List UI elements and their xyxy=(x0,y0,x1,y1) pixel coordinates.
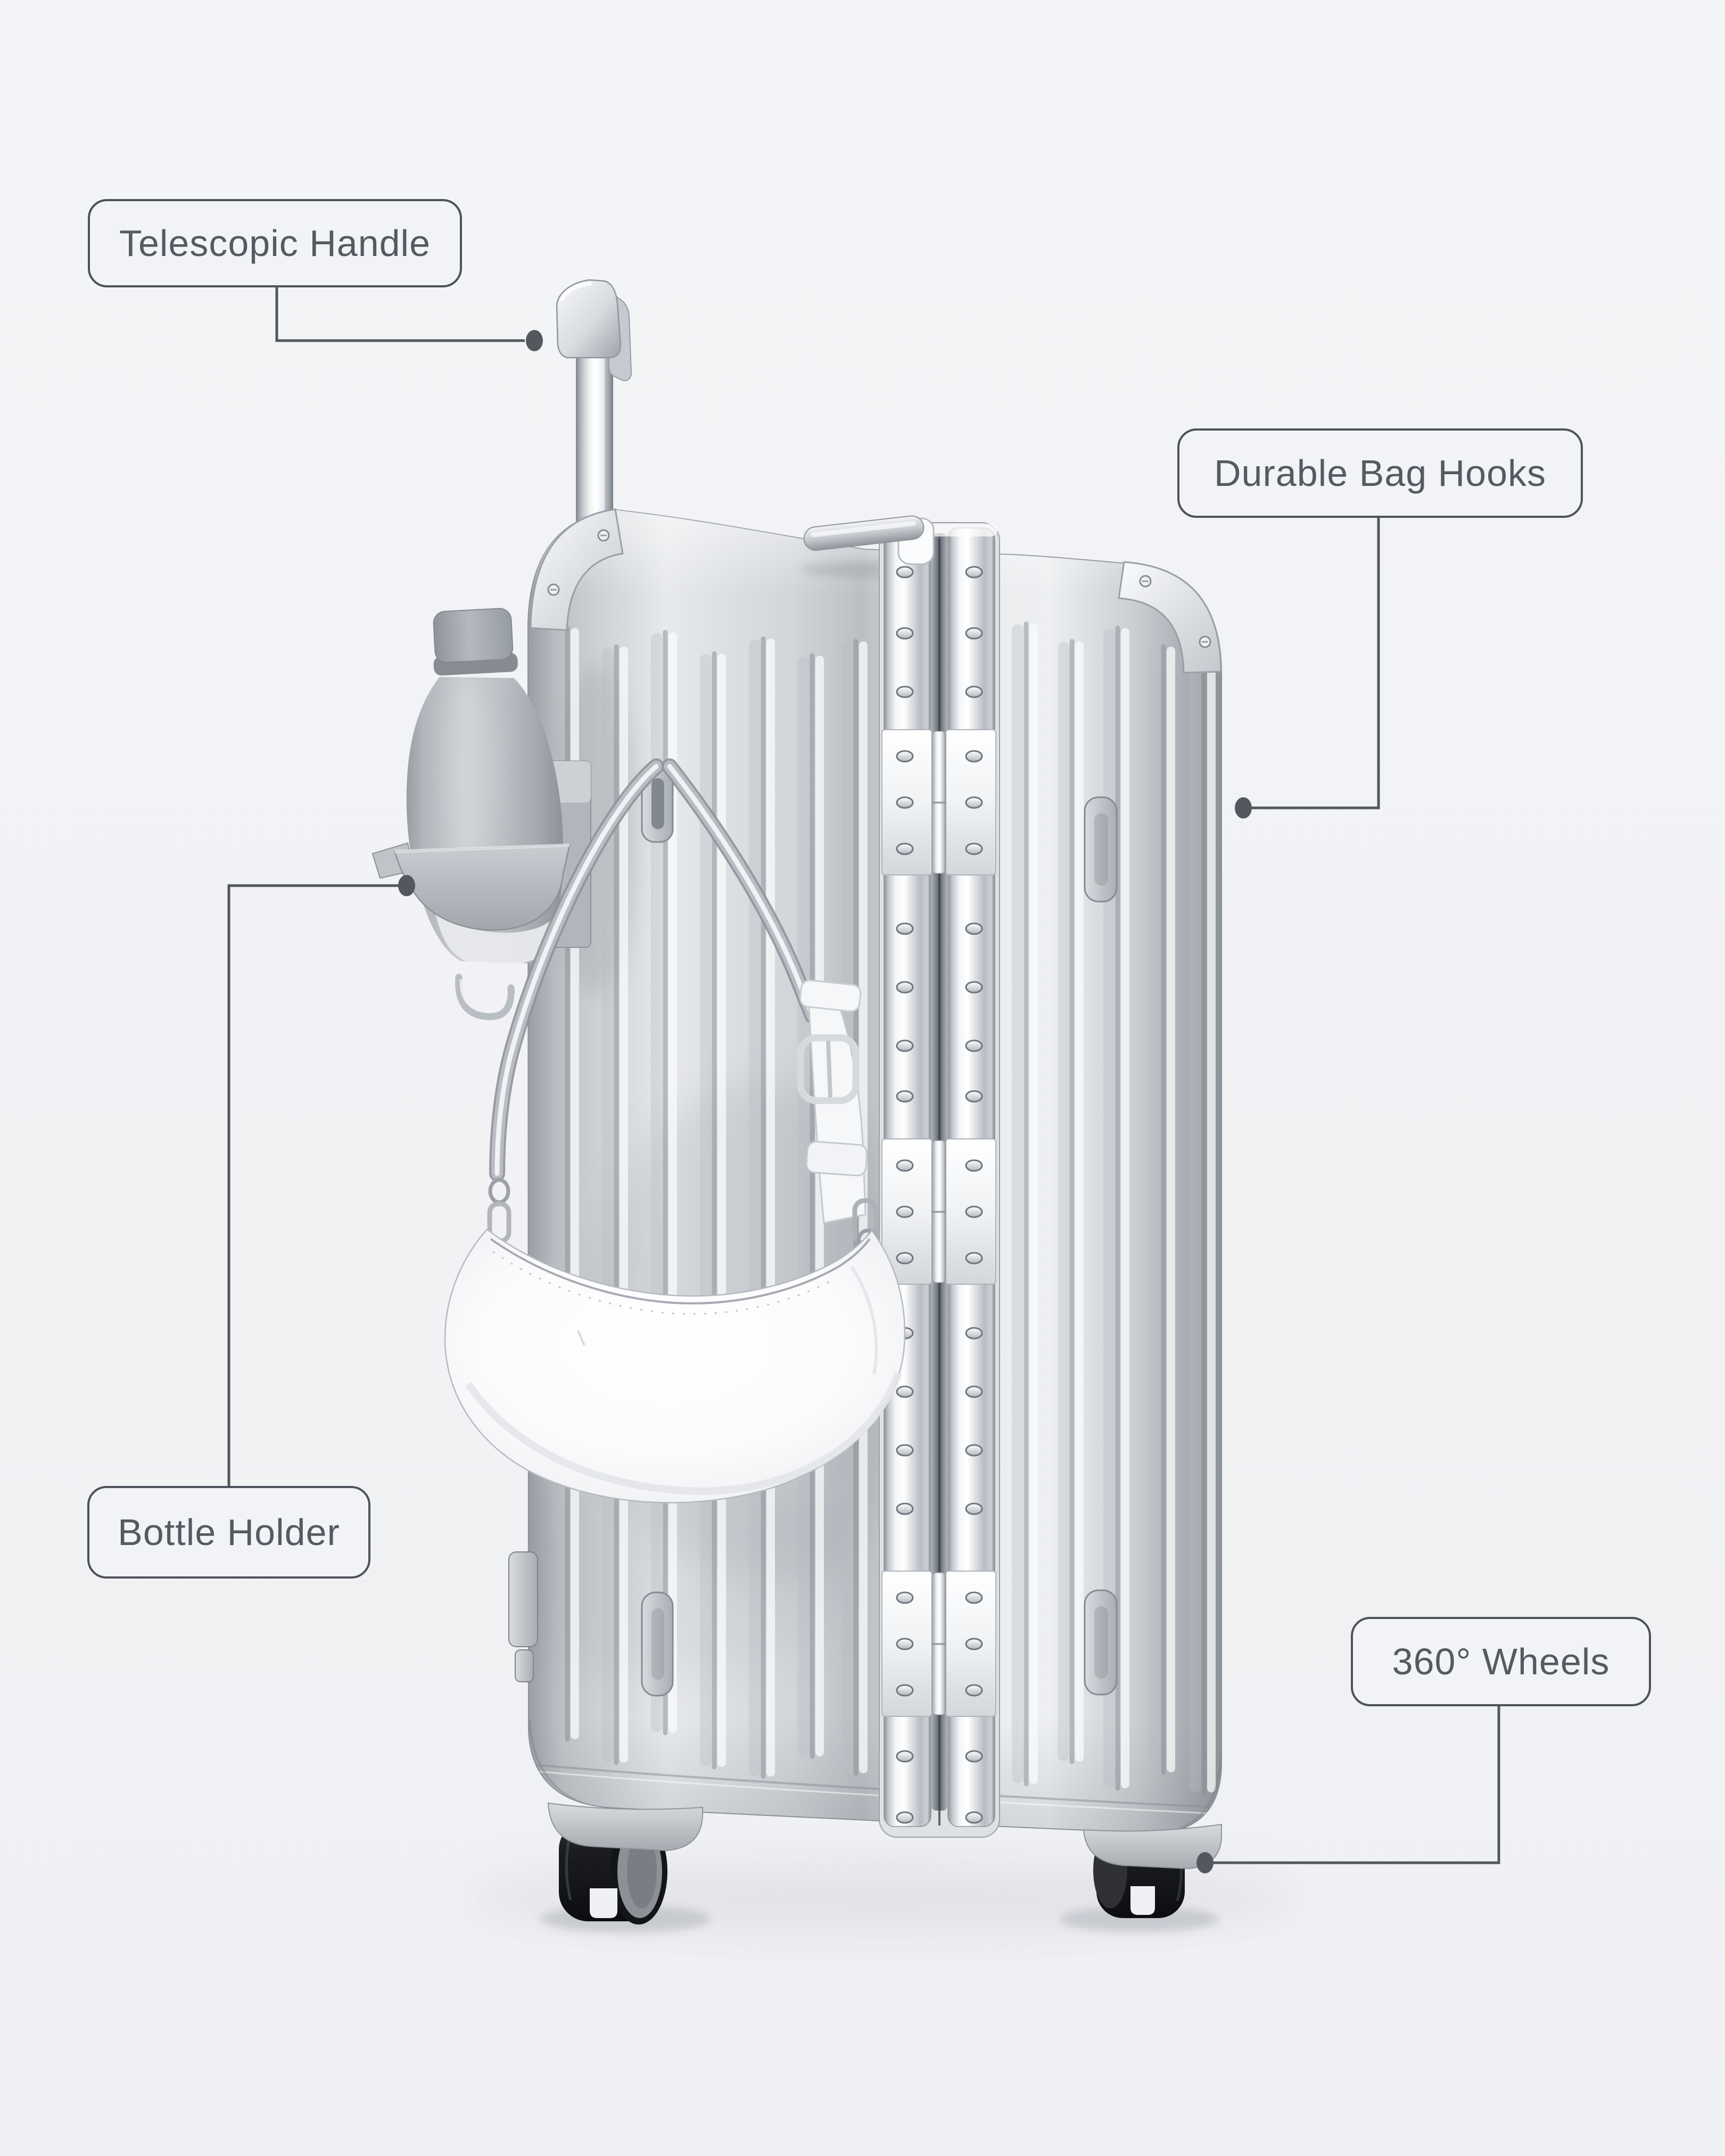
connector-telescopic-handle xyxy=(275,283,525,342)
callout-dots xyxy=(398,330,1252,1873)
bag-strap-clasp-left xyxy=(487,1178,511,1244)
callout-connectors xyxy=(227,283,1500,1864)
bag-hook-tab-upper-left xyxy=(641,764,674,843)
callout-label-360-wheels: 360° Wheels xyxy=(1351,1617,1651,1706)
left-shell-flutes xyxy=(553,625,868,1779)
left-edge-lug xyxy=(508,1551,538,1682)
callout-label-bottle-holder: Bottle Holder xyxy=(87,1486,370,1579)
connector-durable-bag-hooks xyxy=(1252,514,1380,809)
corner-guard-top-right xyxy=(1118,561,1222,674)
wheel-mount-feet xyxy=(547,1802,1222,1870)
holder-bottom-clip xyxy=(455,973,515,1020)
trolley-pole xyxy=(556,279,632,527)
frame-hinge-top xyxy=(881,729,996,875)
top-carry-handle xyxy=(803,515,935,565)
right-shell-flutes xyxy=(1012,621,1216,1795)
frame-hinge-bottom xyxy=(881,1571,996,1717)
frame-hinge-middle xyxy=(881,1138,996,1285)
connector-bottle-holder xyxy=(227,884,414,1486)
bag-hook-tab-lower-left xyxy=(641,1591,674,1697)
connector-wheels xyxy=(1214,1702,1500,1864)
corner-guard-top-left xyxy=(530,508,624,631)
bag-hook-tab-upper-right xyxy=(1084,796,1118,903)
telescopic-grip xyxy=(556,279,622,359)
dot-wheels xyxy=(1196,1852,1214,1873)
callout-label-telescopic-handle: Telescopic Handle xyxy=(88,199,462,287)
dot-durable-bag-hooks xyxy=(1235,797,1252,819)
dot-bottle-holder xyxy=(398,875,415,896)
bottle-cap xyxy=(433,608,518,676)
bag-zipper xyxy=(490,1238,871,1304)
dot-telescopic-handle xyxy=(526,330,543,351)
bag-strap-buckle xyxy=(797,979,879,1254)
bag-hook-tabs xyxy=(641,764,1118,1697)
shoulder-bag xyxy=(444,758,906,1504)
callout-label-durable-bag-hooks: Durable Bag Hooks xyxy=(1177,428,1583,518)
aluminum-frame xyxy=(879,522,1000,1838)
bag-hook-tab-lower-right xyxy=(1084,1589,1118,1696)
